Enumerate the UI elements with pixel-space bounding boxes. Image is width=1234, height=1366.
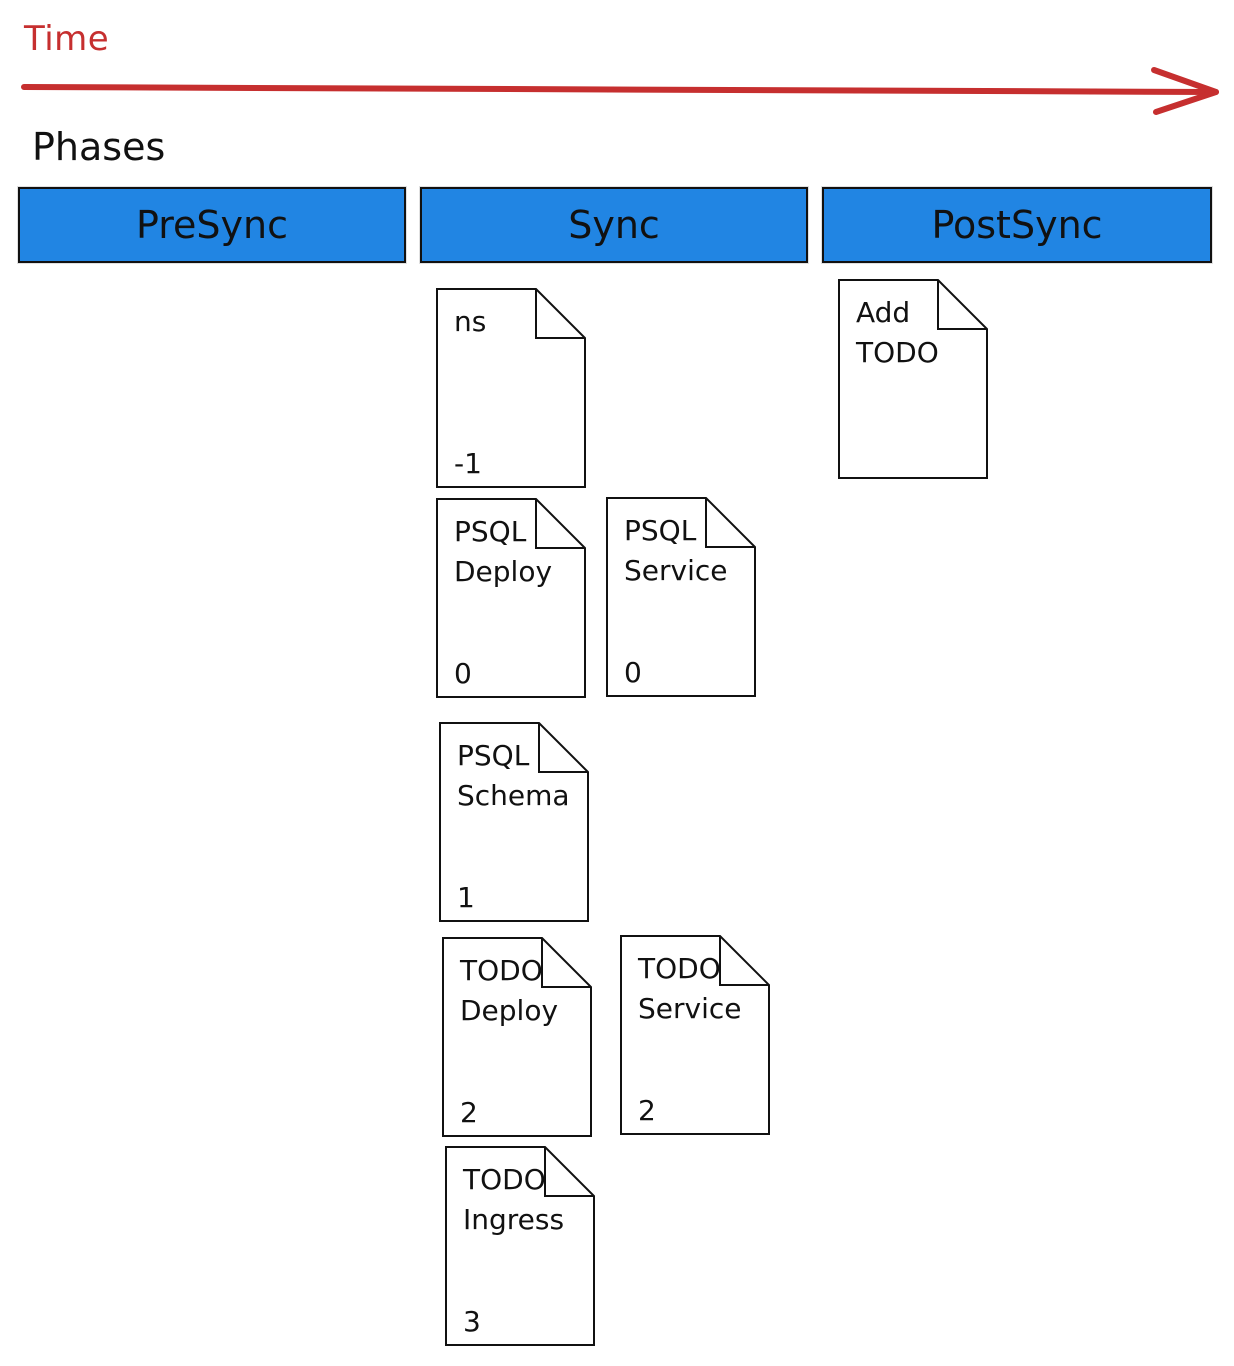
document-psql-deploy: PSQL Deploy 0: [436, 498, 586, 698]
phases-title: Phases: [32, 125, 166, 169]
document-shape: [436, 498, 586, 698]
document-name: PSQL Schema: [457, 739, 570, 812]
document-shape: [436, 288, 586, 488]
phase-label-presync: PreSync: [136, 203, 288, 247]
phase-postsync: PostSync: [822, 187, 1212, 263]
document-shape: [838, 279, 988, 479]
document-name: Add TODO: [856, 296, 939, 369]
document-name: PSQL Service: [624, 514, 728, 587]
document-psql-service: PSQL Service 0: [606, 497, 756, 697]
document-wave: 3: [463, 1305, 481, 1338]
document-wave: 2: [460, 1096, 478, 1129]
document-wave: -1: [454, 447, 482, 480]
document-name: TODO Deploy: [460, 954, 559, 1027]
document-shape: [439, 722, 589, 922]
time-arrow: [21, 67, 1219, 115]
document-name: ns: [454, 305, 487, 338]
phase-sync: Sync: [420, 187, 808, 263]
document-psql-schema: PSQL Schema 1: [439, 722, 589, 922]
document-wave: 0: [454, 657, 472, 690]
document-todo-ingress: TODO Ingress 3: [445, 1146, 595, 1346]
document-todo-service: TODO Service 2: [620, 935, 770, 1135]
document-shape: [620, 935, 770, 1135]
document-add-todo: Add TODO: [838, 279, 988, 479]
phase-label-postsync: PostSync: [931, 203, 1103, 247]
document-name: TODO Service: [638, 952, 742, 1025]
time-arrow-head: [1151, 67, 1219, 115]
document-wave: 1: [457, 881, 475, 914]
phase-presync: PreSync: [18, 187, 406, 263]
phase-label-sync: Sync: [568, 203, 660, 247]
document-wave: 0: [624, 656, 642, 689]
document-shape: [606, 497, 756, 697]
document-name: PSQL Deploy: [454, 515, 553, 588]
document-shape: [442, 937, 592, 1137]
document-name: TODO Ingress: [463, 1163, 565, 1236]
document-todo-deploy: TODO Deploy 2: [442, 937, 592, 1137]
document-wave: 2: [638, 1094, 656, 1127]
document-shape: [445, 1146, 595, 1346]
document-ns: ns -1: [436, 288, 586, 488]
time-label: Time: [24, 19, 110, 59]
time-arrow-shaft: [21, 84, 1219, 95]
